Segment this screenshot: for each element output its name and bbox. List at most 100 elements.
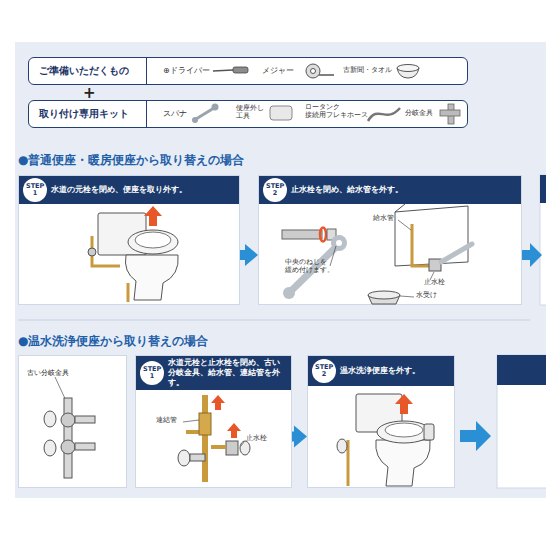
toilet-illustration	[98, 213, 178, 300]
stop-valve	[429, 259, 441, 271]
lift-arrow	[144, 206, 162, 226]
spanner-icon	[192, 104, 219, 124]
spanner-icon	[196, 108, 214, 119]
remove-arrow	[211, 395, 241, 438]
supply-pipe	[92, 236, 120, 266]
tape-measure-icon	[306, 64, 320, 78]
illustration-panel: 古い分岐金具	[18, 355, 127, 488]
partial-panel	[540, 175, 546, 305]
box-title: 古い分岐金具	[27, 368, 69, 378]
section-heading: ●普通便座・暖房便座から取り替えの場合	[18, 153, 244, 167]
supply-pipe	[347, 440, 350, 486]
supply-pipe	[337, 439, 347, 453]
connecting-pipe	[190, 454, 205, 461]
step-badge: STEP 2	[312, 359, 336, 383]
remove-arrow	[211, 395, 225, 410]
old-branch-fitting	[75, 416, 95, 423]
old-branch-fitting	[61, 440, 75, 454]
pipe-nut	[282, 228, 336, 242]
step-panel: 水道の元栓を閉め、便座を取り外す。STEP 1	[18, 175, 240, 305]
spanner-tool	[336, 240, 342, 246]
partial-panel	[540, 175, 546, 203]
screwdriver-icon	[233, 67, 248, 73]
seat-tool-icon	[270, 106, 292, 120]
leader-line	[241, 442, 244, 446]
branch-fitting-icon	[448, 104, 454, 124]
screwdriver-icon	[213, 67, 248, 73]
spanner-tool	[331, 235, 347, 251]
part-label: 止水栓	[424, 278, 445, 286]
supply-pipe	[412, 224, 430, 266]
step-title: 水道の元栓を閉め、便座を取り外す。	[19, 176, 239, 204]
leader-line	[330, 246, 336, 266]
note-label: 中央のねじを 緩め付けます。	[285, 258, 347, 275]
flexible-hose-icon	[368, 108, 400, 121]
tool-label: 古新聞・タオル	[343, 66, 392, 74]
section-divider	[18, 320, 530, 321]
spanner-icon	[192, 117, 198, 123]
flexible-hose-icon	[368, 108, 400, 121]
old-branch-fitting	[61, 413, 75, 427]
lift-arrow	[395, 394, 413, 414]
seat-tool-icon	[270, 106, 292, 120]
tank-illustration	[395, 204, 405, 212]
water-tray	[368, 291, 400, 304]
washlet-toilet	[376, 440, 430, 486]
spanner-tool	[283, 235, 347, 299]
step-badge: STEP 1	[140, 361, 164, 385]
kit-label: ロータンク 接続用フレキホース	[305, 104, 367, 120]
connecting-pipe	[178, 450, 190, 466]
part-label: 水受け	[416, 291, 437, 299]
connecting-pipe	[186, 430, 205, 434]
remove-arrow	[227, 423, 241, 438]
step-title: 止水栓を閉め、給水管を外す。	[259, 176, 521, 204]
kit-label: 便座外し 工具	[236, 104, 267, 121]
plus-sign: +	[83, 84, 96, 102]
lift-arrow	[395, 394, 413, 414]
washlet-toilet	[356, 394, 434, 486]
washlet-toilet	[377, 421, 431, 443]
step-number: STEP 2	[266, 183, 284, 197]
box-title: ご準備いただくもの	[29, 58, 147, 84]
box-title: 取り付け専用キット	[29, 101, 147, 127]
washlet-toilet	[385, 423, 423, 437]
supply-pipe	[88, 248, 96, 256]
step-badge: STEP 1	[23, 178, 47, 202]
old-branch-fitting	[64, 398, 72, 478]
lift-arrow	[144, 206, 162, 226]
leader-line	[330, 220, 434, 297]
leader-line	[398, 220, 411, 230]
connecting-pipe	[178, 395, 211, 482]
water-tray	[368, 291, 400, 299]
connecting-pipe	[199, 413, 211, 435]
pipe-nut	[282, 230, 322, 239]
screwdriver-icon	[213, 70, 233, 71]
water-tray	[368, 295, 400, 304]
flow-arrow-offpage	[522, 243, 542, 267]
pipe-nut	[320, 228, 326, 242]
bowl-icon	[397, 65, 419, 72]
stop-valve	[211, 441, 250, 455]
toilet-illustration	[128, 230, 178, 254]
checklist-box: ご準備いただくもの	[28, 57, 468, 85]
connecting-pipe	[202, 395, 208, 482]
branch-fitting-icon	[440, 104, 460, 124]
toilet-illustration	[135, 232, 171, 248]
supply-pipe	[88, 236, 128, 302]
old-branch-fitting	[44, 440, 56, 456]
stop-valve	[441, 244, 472, 262]
pipe-nut	[327, 229, 336, 240]
washlet-toilet	[356, 394, 402, 432]
supply-pipe	[412, 224, 430, 266]
tape-measure-icon	[319, 74, 334, 76]
tool-label: ⊕ドライバー	[163, 66, 210, 76]
background-panel	[15, 42, 546, 498]
tool-label: メジャー	[262, 66, 294, 76]
part-label: 給水管	[373, 214, 394, 222]
step-panel: 温水洗浄便座を外す。STEP 2	[307, 355, 455, 488]
